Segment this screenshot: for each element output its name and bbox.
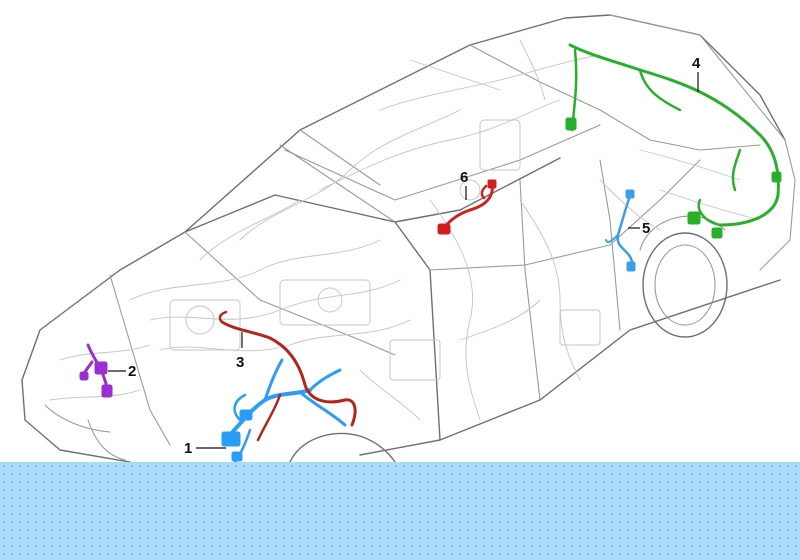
callout-4-label: 4 [692, 55, 701, 72]
callout-5: 5 [628, 220, 650, 237]
footer-band [0, 462, 800, 560]
callout-5-label: 5 [642, 220, 650, 237]
car-body-outline [21, 14, 796, 463]
callout-4: 4 [692, 55, 701, 92]
callout-3-label: 3 [236, 354, 244, 371]
harness-3 [218, 310, 357, 442]
callout-3: 3 [236, 332, 244, 371]
callout-2: 2 [108, 363, 136, 380]
harness-4 [565, 43, 782, 239]
callout-1-label: 1 [184, 440, 192, 457]
interior-wiring-ghost [49, 39, 761, 421]
harness-2 [79, 343, 113, 398]
callout-6: 6 [460, 169, 468, 200]
callout-6-label: 6 [460, 169, 468, 186]
harness-6 [437, 179, 497, 235]
callout-1: 1 [184, 440, 226, 457]
harness-5 [605, 189, 636, 272]
harness-1 [221, 358, 347, 464]
callout-2-label: 2 [128, 363, 136, 380]
